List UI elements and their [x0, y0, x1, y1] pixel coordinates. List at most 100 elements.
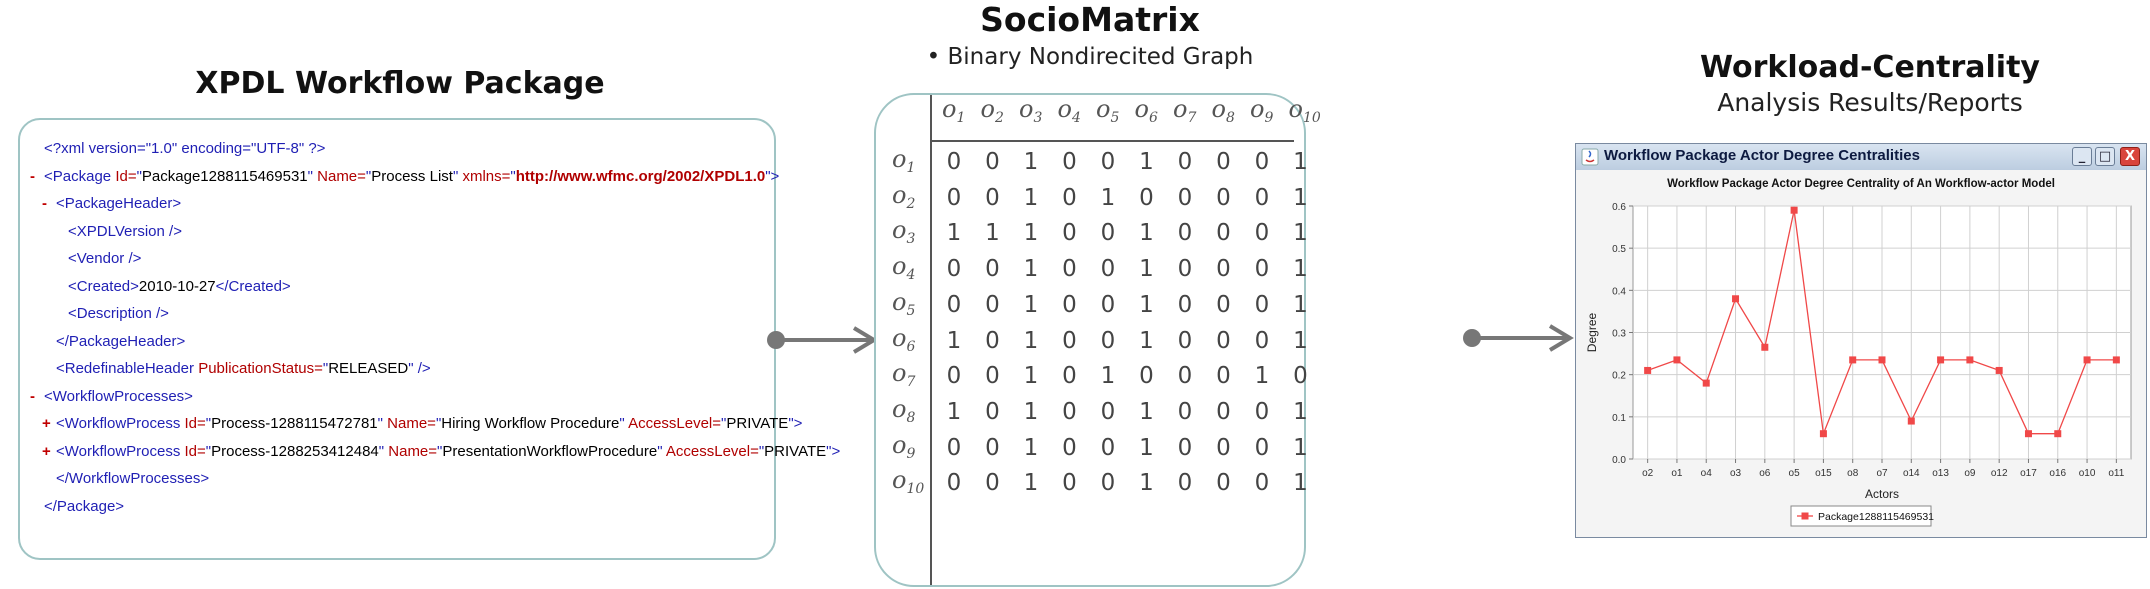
data-point	[1673, 356, 1681, 364]
matrix-cell: 1	[1023, 327, 1039, 354]
matrix-cell: 1	[1293, 327, 1308, 354]
legend-box	[1790, 505, 1932, 527]
matrix-cell: 0	[1216, 398, 1231, 425]
xml-token: </WorkflowProcesses>	[56, 470, 210, 487]
matrix-cell: 0	[1216, 149, 1231, 175]
collapse-toggle[interactable]: -	[30, 387, 35, 405]
expand-toggle[interactable]: +	[42, 442, 51, 460]
actor-symbol: o	[980, 95, 995, 123]
matrix-column-header: o4	[1058, 95, 1081, 126]
centrality-chart-window: Workflow Package Actor Degree Centraliti…	[1575, 143, 2147, 538]
matrix-cell: 0	[985, 327, 1000, 354]
actor-index: 8	[1225, 110, 1235, 126]
actor-symbol: o	[892, 145, 907, 173]
matrix-cell: 0	[1216, 256, 1231, 283]
xpdl-xml-panel: <?xml version="1.0" encoding="UTF-8" ?>-…	[18, 118, 840, 560]
x-tick-label: o8	[1847, 468, 1859, 479]
xml-line: -<Package Id="Package1288115469531" Name…	[30, 168, 779, 185]
matrix-cell: 1	[1023, 363, 1039, 390]
matrix-cell: 0	[1100, 327, 1116, 354]
actor-index: 3	[906, 231, 916, 248]
xml-token: "	[619, 415, 629, 432]
xml-token: "	[205, 442, 212, 460]
actor-index: 7	[906, 374, 916, 391]
matrix-cell: 1	[1293, 220, 1308, 247]
matrix-cell: 0	[985, 184, 1000, 211]
matrix-cell: 0	[1062, 184, 1077, 211]
matrix-row-header: o6	[892, 324, 915, 355]
y-tick-label: 0.3	[1612, 329, 1626, 340]
data-point	[2112, 356, 2120, 364]
x-tick-label: o7	[1876, 468, 1888, 479]
xml-token: Package1288115469531	[141, 167, 308, 185]
actor-index: 8	[906, 409, 916, 426]
xml-line: +<WorkflowProcess Id="Process-1288253412…	[42, 443, 840, 460]
actor-index: 6	[1148, 110, 1158, 126]
matrix-column-header: o9	[1250, 95, 1274, 126]
data-point	[1644, 366, 1652, 374]
collapse-toggle[interactable]: -	[42, 195, 47, 212]
matrix-cell: 0	[985, 363, 1000, 390]
matrix-cell: 0	[1062, 327, 1077, 354]
actor-symbol: o	[1250, 95, 1265, 123]
data-point	[2024, 430, 2032, 438]
data-point	[1790, 206, 1798, 214]
matrix-cell: 0	[1100, 398, 1116, 425]
collapse-toggle[interactable]: -	[30, 167, 35, 185]
xml-line: <XPDLVersion />	[54, 223, 182, 240]
x-tick-label: o6	[1759, 468, 1771, 479]
matrix-cell: 0	[1177, 256, 1193, 283]
xml-token: " />	[408, 360, 431, 377]
matrix-cell: 1	[1023, 291, 1039, 318]
x-axis-label: Actors	[1865, 487, 1899, 501]
xml-token: </Created>	[215, 277, 291, 295]
xml-token: <Description />	[68, 305, 169, 322]
matrix-row-header: o5	[892, 288, 915, 319]
xml-token: "	[377, 415, 388, 432]
expand-toggle[interactable]: +	[42, 415, 51, 432]
xml-token: Name=	[388, 442, 438, 460]
matrix-cell: 0	[1254, 327, 1270, 354]
x-tick-label: o16	[2049, 468, 2066, 479]
xml-token: "	[307, 167, 318, 185]
sociomatrix-subtitle: • Binary Nondirecited Graph	[926, 44, 1254, 70]
matrix-cell: 0	[1177, 327, 1193, 354]
x-tick-label: o14	[1903, 468, 1920, 479]
matrix-row-header: o1	[892, 145, 915, 176]
xml-token: PublicationStatus=	[198, 360, 323, 377]
xml-line: <?xml version="1.0" encoding="UTF-8" ?>	[30, 140, 325, 157]
actor-symbol: o	[892, 466, 907, 495]
matrix-cell: 1	[1023, 256, 1039, 283]
actor-index: 9	[1264, 110, 1274, 126]
xml-line: </WorkflowProcesses>	[42, 470, 209, 487]
matrix-row-header: o4	[892, 252, 915, 283]
matrix-cell: 1	[1139, 149, 1154, 175]
y-tick-label: 0.2	[1612, 371, 1626, 382]
matrix-cell: 0	[1100, 149, 1116, 175]
xml-token: "	[378, 442, 389, 460]
matrix-cell: 0	[946, 149, 962, 175]
close-button[interactable]: X	[2120, 147, 2140, 166]
matrix-cell: 0	[946, 256, 962, 283]
matrix-cell: 0	[985, 256, 1000, 283]
data-point	[2054, 430, 2062, 438]
matrix-cell: 0	[1062, 398, 1077, 425]
chart-body: Workflow Package Actor Degree Centrality…	[1576, 170, 2146, 537]
actor-symbol: o	[892, 252, 907, 281]
legend-label: Package1288115469531	[1818, 511, 1934, 523]
xml-token: "	[721, 415, 727, 432]
matrix-cell: 0	[985, 149, 1000, 175]
matrix-row-header: o7	[892, 359, 916, 391]
data-point	[1849, 356, 1857, 364]
maximize-button[interactable]: □	[2095, 147, 2115, 166]
window-titlebar[interactable]: Workflow Package Actor Degree Centraliti…	[1576, 144, 2146, 170]
minimize-button[interactable]: _	[2072, 147, 2092, 166]
matrix-cell: 0	[1139, 184, 1154, 211]
matrix-cell: 1	[1293, 256, 1308, 283]
matrix-cell: 0	[1177, 470, 1193, 497]
matrix-cell: 0	[946, 291, 962, 318]
xml-token: <?xml version="1.0" encoding="UTF-8" ?>	[44, 140, 326, 157]
matrix-row-header: o10	[892, 466, 924, 497]
matrix-cell: 0	[1254, 256, 1270, 283]
